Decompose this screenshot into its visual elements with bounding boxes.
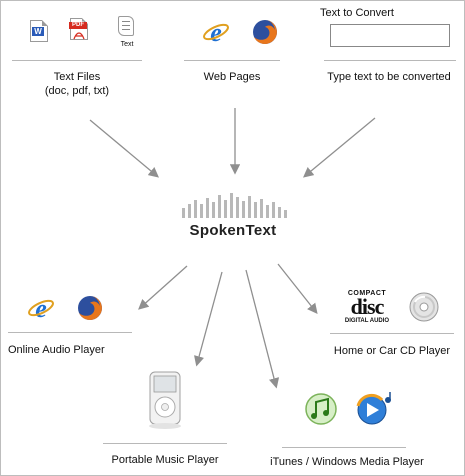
cd-player-rule <box>330 333 454 334</box>
web-pages-rule <box>184 60 280 61</box>
online-player-rule <box>8 332 132 333</box>
word-doc-icon: W <box>30 20 48 42</box>
online-player-label: Online Audio Player <box>8 344 105 356</box>
svg-text:e: e <box>35 294 47 322</box>
arrow-cd-player <box>277 263 318 315</box>
itunes-wmp-label: iTunes / Windows Media Player <box>270 456 424 468</box>
pdf-doc-icon: PDF <box>69 18 88 40</box>
arrow-portable-player <box>194 271 223 367</box>
portable-player-label: Portable Music Player <box>111 454 219 466</box>
txt-icon-caption: Text <box>120 41 134 48</box>
portable-player-rule <box>103 443 227 444</box>
internet-explorer-icon: e <box>203 18 229 46</box>
arrow-text-files <box>89 119 159 178</box>
ipod-icon <box>149 371 181 429</box>
arrow-itunes-wmp <box>245 269 280 389</box>
arrow-online-player <box>138 265 188 310</box>
text-to-convert-heading: Text to Convert <box>320 7 394 19</box>
svg-text:e: e <box>210 18 222 46</box>
web-pages-label: Web Pages <box>203 71 261 83</box>
spokentext-equalizer-logo <box>182 193 287 218</box>
itunes-wmp-rule <box>282 447 406 448</box>
compact-disc-logo: COMPACT disc DIGITAL AUDIO <box>344 290 390 324</box>
firefox-icon <box>78 296 102 320</box>
cd-disc-icon <box>409 292 439 322</box>
firefox-icon <box>253 20 277 44</box>
type-text-rule <box>324 60 456 61</box>
spokentext-brand: SpokenText <box>189 222 277 239</box>
windows-media-player-icon <box>356 392 391 425</box>
text-to-convert-input[interactable] <box>330 24 450 47</box>
text-files-rule <box>12 60 142 61</box>
cd-player-label: Home or Car CD Player <box>333 345 451 357</box>
text-files-label: Text Files <box>53 71 101 83</box>
type-text-label: Type text to be converted <box>327 71 451 83</box>
text-files-formats: (doc, pdf, txt) <box>44 85 110 97</box>
txt-doc-icon <box>118 16 134 36</box>
internet-explorer-icon: e <box>28 294 54 322</box>
arrow-type-text <box>302 117 376 178</box>
itunes-icon <box>305 393 337 425</box>
